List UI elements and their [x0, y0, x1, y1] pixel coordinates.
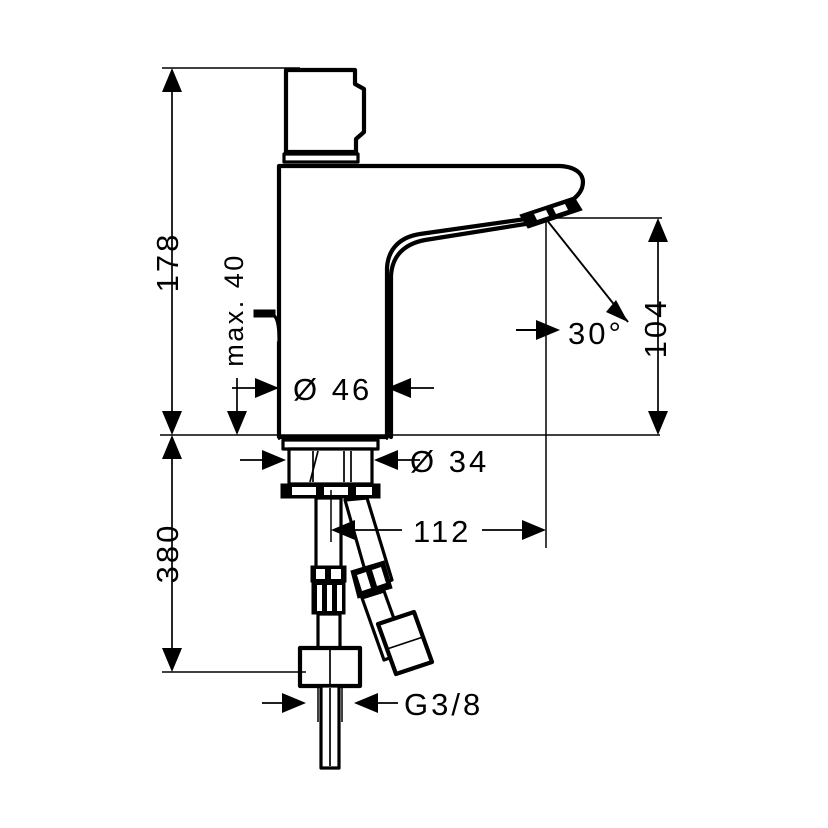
label-thread-g38: G3/8	[404, 687, 483, 722]
dim-178: 178	[150, 68, 185, 435]
dim-angle-30: 30°	[516, 218, 629, 351]
dim-112: 112	[330, 490, 546, 549]
hose-left-lower-tube	[316, 612, 342, 650]
shank-rib-b	[309, 450, 319, 483]
dim-thread-g38: G3/8	[262, 686, 483, 722]
base-collar-shank	[287, 447, 374, 486]
base-collar-upper	[281, 438, 380, 451]
label-112: 112	[413, 514, 471, 549]
supply-hose-left	[314, 496, 343, 574]
dim-diameter-46: Ø 46	[232, 350, 434, 440]
label-diameter-46: Ø 46	[293, 372, 372, 407]
aerator-outlet	[519, 196, 583, 229]
label-380: 380	[150, 523, 185, 584]
label-104: 104	[638, 298, 673, 359]
dim-diameter-34: Ø 34	[240, 444, 489, 479]
dimension-annotations: 178 380 max. 40	[150, 67, 673, 722]
dim-104: 104	[638, 218, 673, 435]
hose-right-nut-divider	[386, 636, 424, 650]
spout-underside-curve	[388, 219, 541, 440]
pop-up-lever-tip	[253, 309, 276, 318]
label-angle-30: 30°	[568, 316, 624, 351]
dim-max-40: max. 40	[219, 253, 249, 435]
label-178: 178	[150, 232, 185, 293]
faucet-product-geometry	[253, 67, 585, 770]
label-max-40: max. 40	[219, 253, 249, 367]
lever-handle-body	[283, 67, 367, 155]
handle-base-seam	[282, 152, 360, 164]
dim-380: 380	[150, 435, 185, 672]
label-diameter-34: Ø 34	[410, 444, 489, 479]
